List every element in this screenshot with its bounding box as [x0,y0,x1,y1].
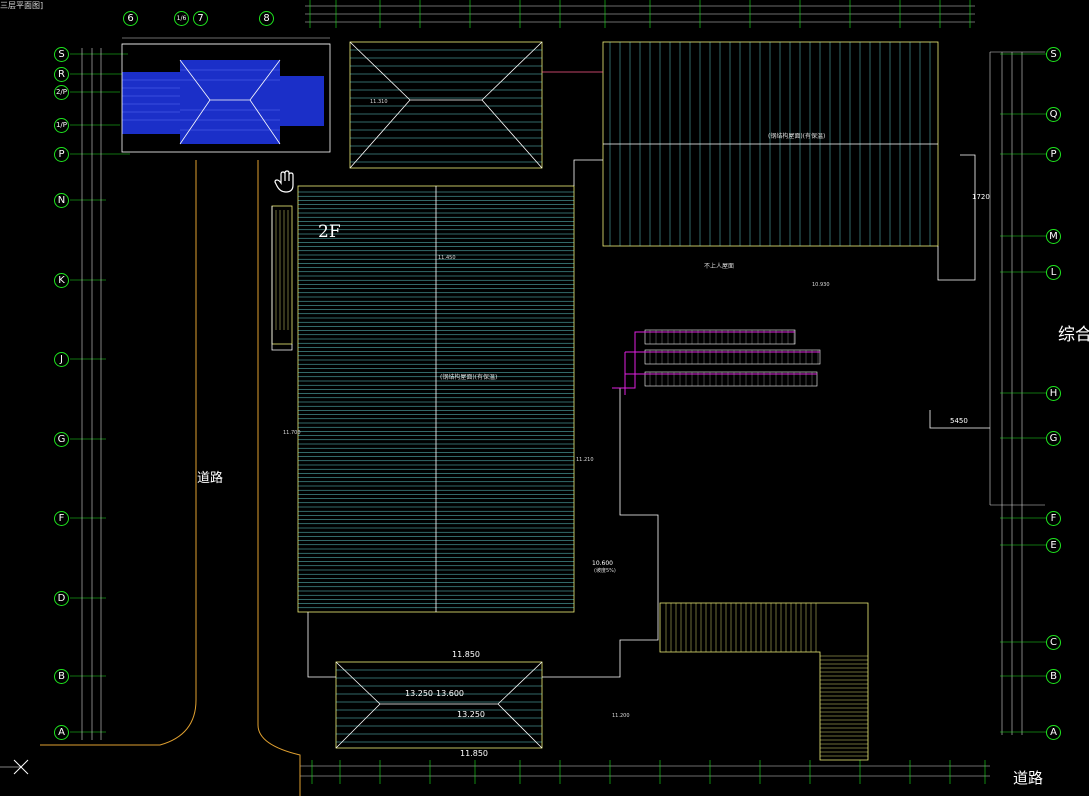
building-outline [271,154,990,678]
floor-label: 2F [318,222,341,242]
grid-bubble-8-top: 8 [259,11,274,26]
grid-bubble-r-left: R [54,67,69,82]
grid-bubble-p-left: P [54,147,69,162]
ne-roof [542,41,939,247]
grid-bubble-k-left: K [54,273,69,288]
elevation-11700: 11.700 [283,430,301,436]
grid-bubble-s-left: S [54,47,69,62]
grid-bubble-m-right: M [1046,229,1061,244]
grid-bubble-b-left: B [54,669,69,684]
grid-bubble-1-6-top: 1/6 [174,11,189,26]
grid-bubble-e-right: E [1046,538,1061,553]
window-title-fragment: 三层平面图] [0,1,44,10]
no-access-roof-note: 不上人屋面 [704,263,735,270]
grid-bubble-q-right: Q [1046,107,1061,122]
road-label-left: 道路 [197,471,224,486]
grid-bubble-n-left: N [54,193,69,208]
grid-bubble-s-right: S [1046,47,1061,62]
blue-roof-block [121,43,331,153]
elevation-11450: 11.450 [438,255,456,261]
right-dimension-lines [989,51,1045,735]
elevation-11850-bottom: 11.850 [460,749,488,758]
grid-bubble-j-left: J [54,352,69,367]
elevation-10930: 10.930 [812,282,830,288]
grid-bubble-b-right: B [1046,669,1061,684]
grid-bubble-d-left: D [54,591,69,606]
dim-1720: 1720 [972,193,990,201]
elevation-11210: 11.210 [576,457,594,463]
grid-bubble-p-right: P [1046,147,1061,162]
ne-roof-note: (钢结构屋面)(有保温) [768,133,826,140]
elevation-13250: 13.250 [405,689,433,698]
elevation-11310: 11.310 [370,99,388,105]
elevation-11850-top: 11.850 [452,650,480,659]
top-hip-roof [349,41,543,169]
dim-5450: 5450 [950,417,968,425]
grid-bubble-7-top: 7 [193,11,208,26]
grid-bubble-f-left: F [54,511,69,526]
road-label-bottom: 道路 [1013,769,1044,787]
road-outline [40,160,301,796]
hand-cursor-icon [274,170,294,193]
grid-bubble-1p-left: 1/P [54,118,69,133]
bottom-hip-roof [335,661,543,749]
right-grid-axes [1000,53,1047,733]
grid-bubble-g-left: G [54,432,69,447]
l-shaped-yellow-roof [659,602,869,761]
grid-bubble-2p-left: 2/P [54,85,69,100]
main-roof [271,185,575,613]
grid-bubble-h-right: H [1046,386,1061,401]
ucs-cross-icon [0,759,29,775]
grid-bubble-c-right: C [1046,635,1061,650]
grid-bubble-f-right: F [1046,511,1061,526]
grid-bubble-a-right: A [1046,725,1061,740]
grid-bubble-g-right: G [1046,431,1061,446]
elevation-13250-b: 13.250 [457,710,485,719]
slope-note: (坡度5%) [594,568,616,574]
top-dim-ticks [309,0,971,28]
elevation-13600: 13.600 [436,689,464,698]
right-building-label: 综合 [1058,325,1089,345]
elevation-10600: 10.600 [592,560,613,567]
equipment-rack [612,329,821,395]
left-dimension-lines [81,48,102,740]
grid-bubble-l-right: L [1046,265,1061,280]
main-roof-note: (钢结构屋面)(有保温) [440,374,498,381]
bottom-dimension-lines [300,765,990,777]
left-grid-axes [70,53,130,733]
elevation-11200: 11.200 [612,713,630,719]
top-dimension-lines [122,5,975,45]
grid-bubble-6-top: 6 [123,11,138,26]
top-hip-roof-hatch [350,49,542,163]
grid-bubble-a-left: A [54,725,69,740]
